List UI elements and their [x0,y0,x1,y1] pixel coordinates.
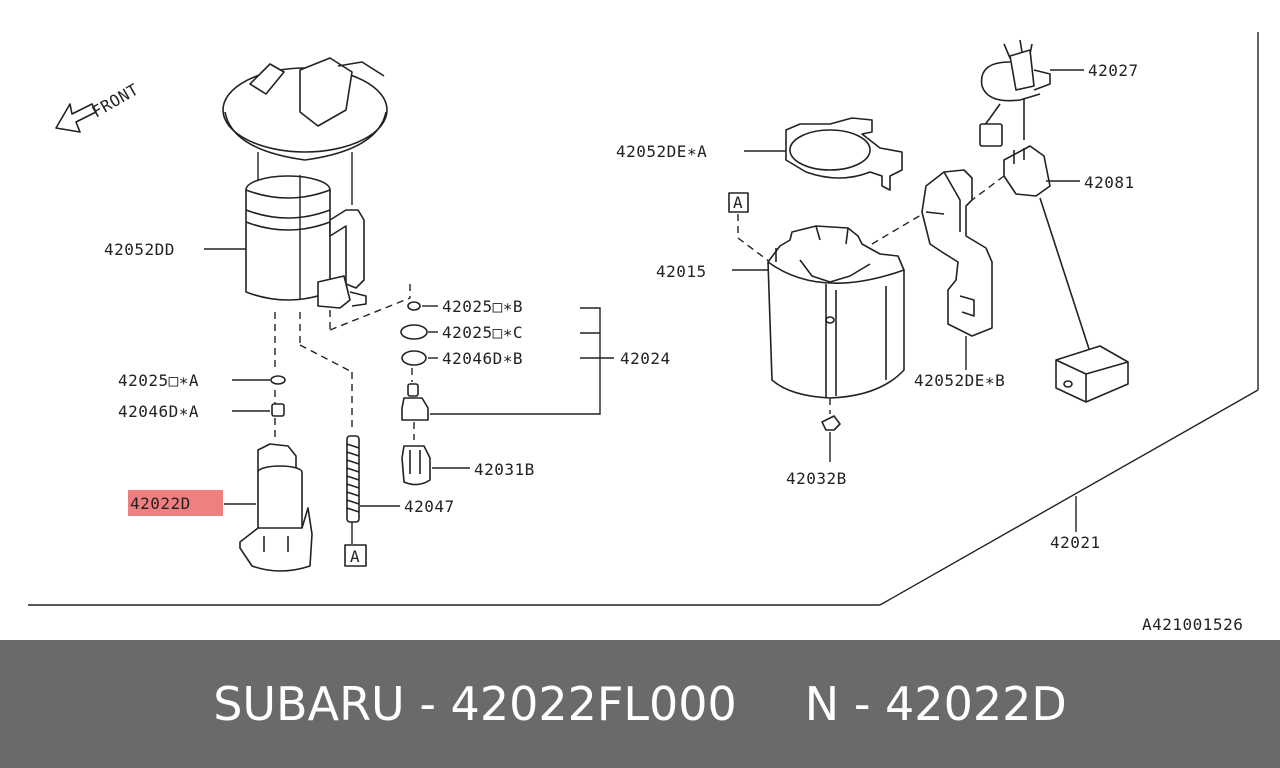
sensor-42031b-drawing [401,422,431,486]
guide-a-right-2 [737,237,771,263]
bracket-42052deb-drawing [921,169,993,337]
reservoir-cup-42015-drawing [767,225,905,399]
front-arrow-icon: FRONT [55,80,142,133]
label-42021: 42021 [1050,533,1101,552]
label-42024: 42024 [620,349,671,368]
label-42015: 42015 [656,262,707,281]
label-42046b: 42046D∗B [442,349,523,368]
label-42032b: 42032B [786,469,847,488]
washer-42025b-drawing [407,301,421,311]
seal-42046a-drawing [271,403,285,417]
regulator-42024-drawing [401,383,429,421]
ref-box-a-right [728,192,749,213]
label-42052deb: 42052DE∗B [914,371,1005,390]
harness-42027-drawing [979,39,1051,147]
clip-42032b-drawing [821,415,841,431]
label-42081: 42081 [1084,173,1135,192]
oring-42025c-drawing [400,324,428,340]
ref-box-a-right-text: A [733,193,743,212]
level-sender-42081-drawing [971,145,1129,403]
washer-42025a-drawing [270,375,286,385]
seal-42046b-drawing [401,350,427,366]
frame-outline [28,32,1259,606]
labels-left: 42052DD 42025□∗A 42046D∗A 42022D 42047 A [104,240,455,567]
label-42047: 42047 [404,497,455,516]
label-42052dea: 42052DE∗A [616,142,707,161]
label-42052dd: 42052DD [104,240,175,259]
label-42025c: 42025□∗C [442,323,523,342]
label-42046a: 42046D∗A [118,402,199,421]
label-42027: 42027 [1088,61,1139,80]
label-42025b: 42025□∗B [442,297,523,316]
fuel-pump-module-drawing [222,57,388,309]
bracket-42052dea-drawing [785,117,903,191]
parts-diagram: FRONT [28,32,1259,634]
oem-part-number: SUBARU - 42022FL000 [213,677,737,731]
diagram-reference: N - 42022D [804,677,1067,731]
fuel-pump-42022d-drawing [239,443,313,572]
labels-middle: 42025□∗B 42025□∗C 42046D∗B 42024 42031B [422,297,671,479]
diagram-code: A421001526 [1142,615,1243,634]
label-42031b: 42031B [474,460,535,479]
part-number-banner: SUBARU - 42022FL000 N - 42022D [0,640,1280,768]
spring-42047-drawing [346,435,360,523]
front-label: FRONT [89,80,142,122]
guide-lines-left [274,284,413,438]
highlight-42022d [128,490,223,516]
ref-box-a-left: A [350,547,360,566]
label-42022d: 42022D [130,494,191,513]
guide-42052deb [871,211,927,245]
label-42025a: 42025□∗A [118,371,199,390]
